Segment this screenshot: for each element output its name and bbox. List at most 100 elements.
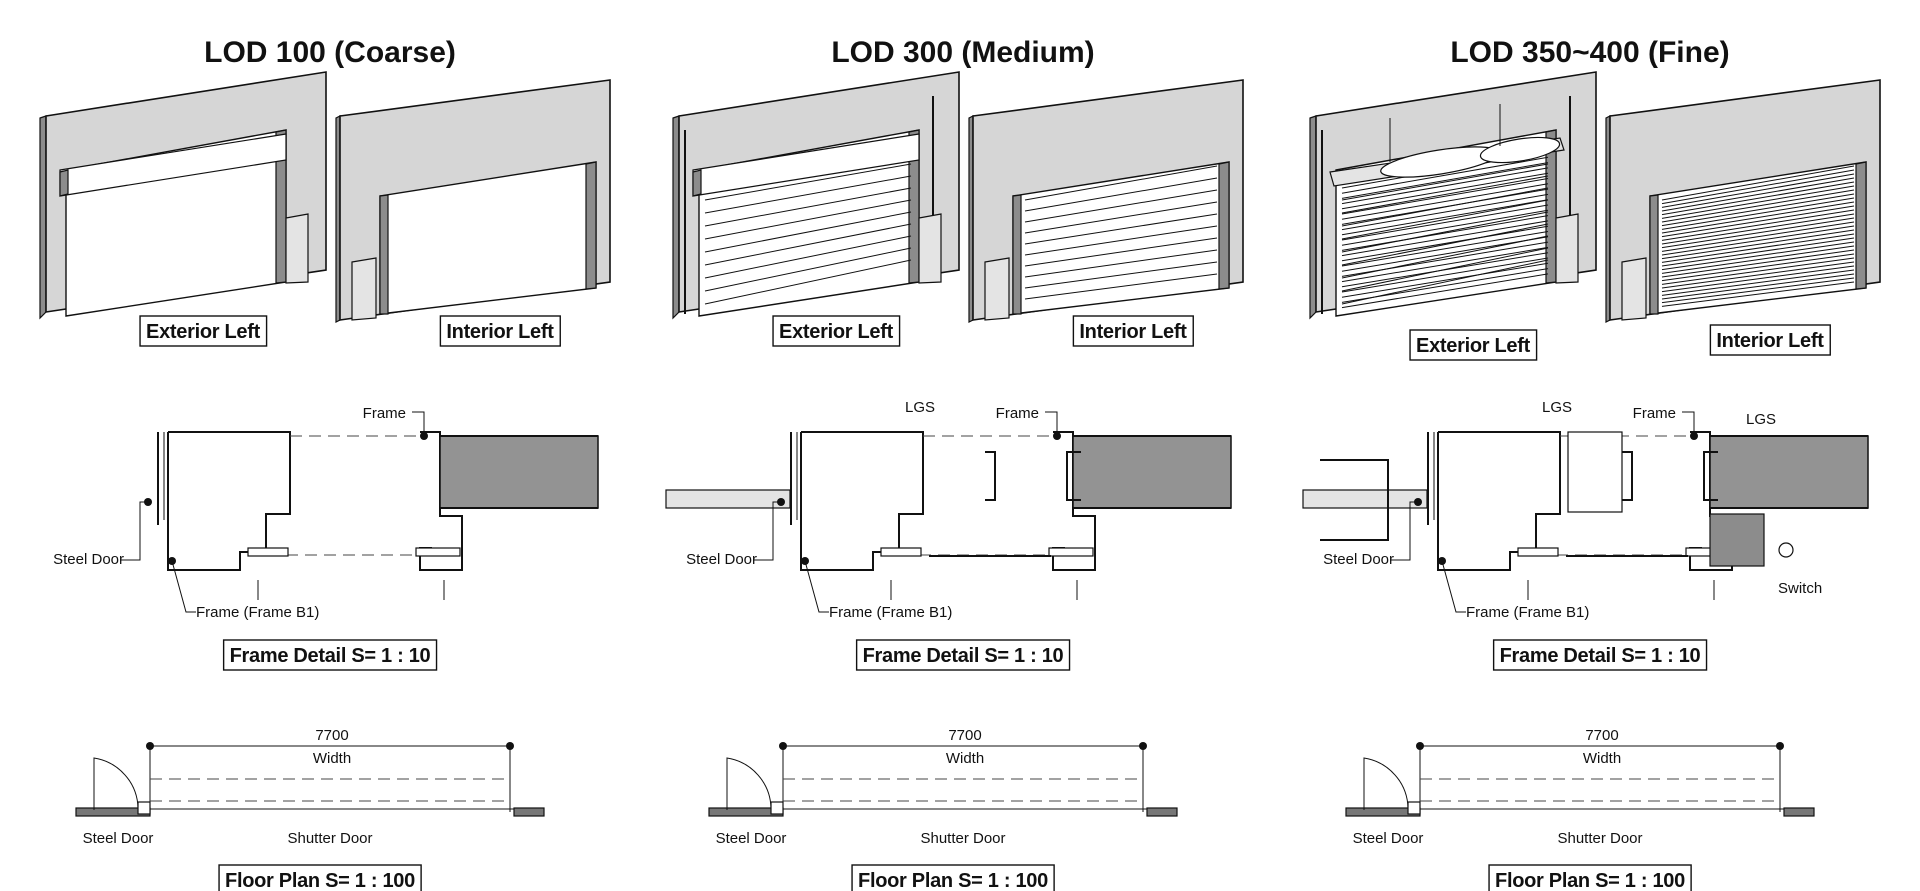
label-shutter-door: Shutter Door: [920, 830, 1005, 847]
floor-plan-label: Floor Plan S= 1 : 100: [218, 864, 422, 891]
label-steel-door: Steel Door: [1323, 551, 1394, 568]
door-swing: [726, 757, 772, 810]
label-lgs-2: LGS: [1746, 411, 1776, 428]
wall-edge: [672, 115, 680, 320]
shutter-slat: [1341, 223, 1549, 266]
shutter-slat: [704, 199, 912, 240]
door-swing: [93, 757, 139, 810]
switch-knob: [1778, 542, 1794, 558]
exterior-left-label: Exterior Left: [1409, 329, 1538, 361]
label-frame-box: [1492, 639, 1708, 671]
bottom-rail: [1048, 547, 1094, 557]
column-title: LOD 100 (Coarse): [204, 36, 456, 69]
steel-door: [984, 257, 1010, 321]
interior-left-label: Interior Left: [1709, 324, 1831, 356]
shutter-slat: [1661, 225, 1855, 256]
wall-right: [1146, 807, 1178, 817]
shutter-slat-fine: [1341, 183, 1549, 220]
label-frame-box: [851, 864, 1055, 891]
exterior-left-label-text: Exterior Left: [1416, 335, 1531, 357]
dimension-value: 7700: [1585, 727, 1618, 744]
shutter-slat: [1024, 201, 1218, 234]
shutter-slat: [1661, 233, 1855, 263]
floor-plan-label-text: Floor Plan S= 1 : 100: [225, 870, 415, 891]
label-frame-box: [218, 864, 422, 891]
label-frame-box: [1709, 324, 1831, 356]
shutter-slat-fine: [1341, 204, 1549, 241]
lgs-channel: [985, 451, 996, 501]
shutter-slat: [1341, 175, 1549, 214]
frame-detail-label: Frame Detail S= 1 : 10: [222, 639, 438, 671]
shutter-slat-fine: [1341, 193, 1549, 231]
leader-frame-b1: [804, 560, 829, 613]
shutter-box-end: [692, 169, 702, 197]
shutter-slat: [1661, 237, 1855, 267]
motor-housing: [1567, 431, 1623, 513]
label-frame-box: [1072, 315, 1194, 347]
shutter-slat: [1661, 169, 1855, 205]
floor-plan-label-text: Floor Plan S= 1 : 100: [858, 870, 1048, 891]
steel-door: [1555, 213, 1579, 284]
label-frame-box: [1409, 329, 1538, 361]
shutter-slat-fine: [1341, 172, 1549, 210]
steel-door: [351, 257, 377, 321]
label-frame-b1: Frame (Frame B1): [196, 604, 319, 621]
shutter-slat: [1024, 261, 1218, 289]
shutter-slat: [1024, 165, 1218, 201]
shutter-slat: [1661, 197, 1855, 230]
shutter-box-end: [59, 169, 69, 197]
frame-detail-label-text: Frame Detail S= 1 : 10: [1500, 645, 1701, 667]
opening-jamb-left: [1012, 194, 1022, 315]
shutter-slat: [1024, 177, 1218, 212]
shutter-slat: [704, 235, 912, 279]
frame-detail-label-text: Frame Detail S= 1 : 10: [863, 645, 1064, 667]
label-steel-door: Steel Door: [83, 830, 154, 847]
frame-beam: [1709, 435, 1869, 509]
shutter-slat-fine: [1341, 162, 1549, 199]
leader-steel-door: [1390, 501, 1418, 561]
opening-jamb-left: [1649, 194, 1659, 315]
label-steel-door: Steel Door: [716, 830, 787, 847]
shutter-slat: [704, 247, 912, 292]
switch-box: [1709, 513, 1765, 567]
lgs-channel: [1066, 451, 1081, 501]
frame-beam: [439, 435, 599, 509]
shutter-slat: [1661, 193, 1855, 227]
shutter-slat: [1661, 185, 1855, 219]
opening-jamb-left: [379, 194, 389, 315]
shutter-slat: [1024, 249, 1218, 278]
label-frame: Frame: [996, 405, 1039, 422]
shutter-slat-fine: [1341, 241, 1549, 277]
leader-steel-door: [120, 501, 148, 561]
shutter-slat-fine: [1341, 268, 1549, 303]
label-steel-door: Steel Door: [53, 551, 124, 568]
label-switch: Switch: [1778, 580, 1822, 597]
wall-right: [1783, 807, 1815, 817]
steel-door-section: [1302, 489, 1428, 509]
shutter-slat: [1661, 281, 1855, 307]
leader-frame: [1682, 411, 1695, 436]
shutter-slat-fine: [1341, 246, 1549, 283]
shutter-slat-fine: [1341, 209, 1549, 246]
shutter-slat: [704, 223, 912, 266]
dimension-label: Width: [1583, 750, 1621, 767]
bottom-rail: [247, 547, 289, 557]
shutter-slat: [704, 211, 912, 253]
steel-door: [285, 213, 309, 284]
shutter-slat: [1341, 163, 1549, 201]
shutter-slat: [1661, 209, 1855, 241]
shutter-slat: [1661, 253, 1855, 282]
shutter-slat: [1024, 213, 1218, 245]
exterior-view: [1309, 71, 1597, 320]
shutter-slat: [1024, 189, 1218, 223]
shutter-slat-fine: [1341, 215, 1549, 251]
interior-left-label: Interior Left: [439, 315, 561, 347]
floor-plan-label-text: Floor Plan S= 1 : 100: [1495, 870, 1685, 891]
leader-frame-b1: [171, 560, 196, 613]
